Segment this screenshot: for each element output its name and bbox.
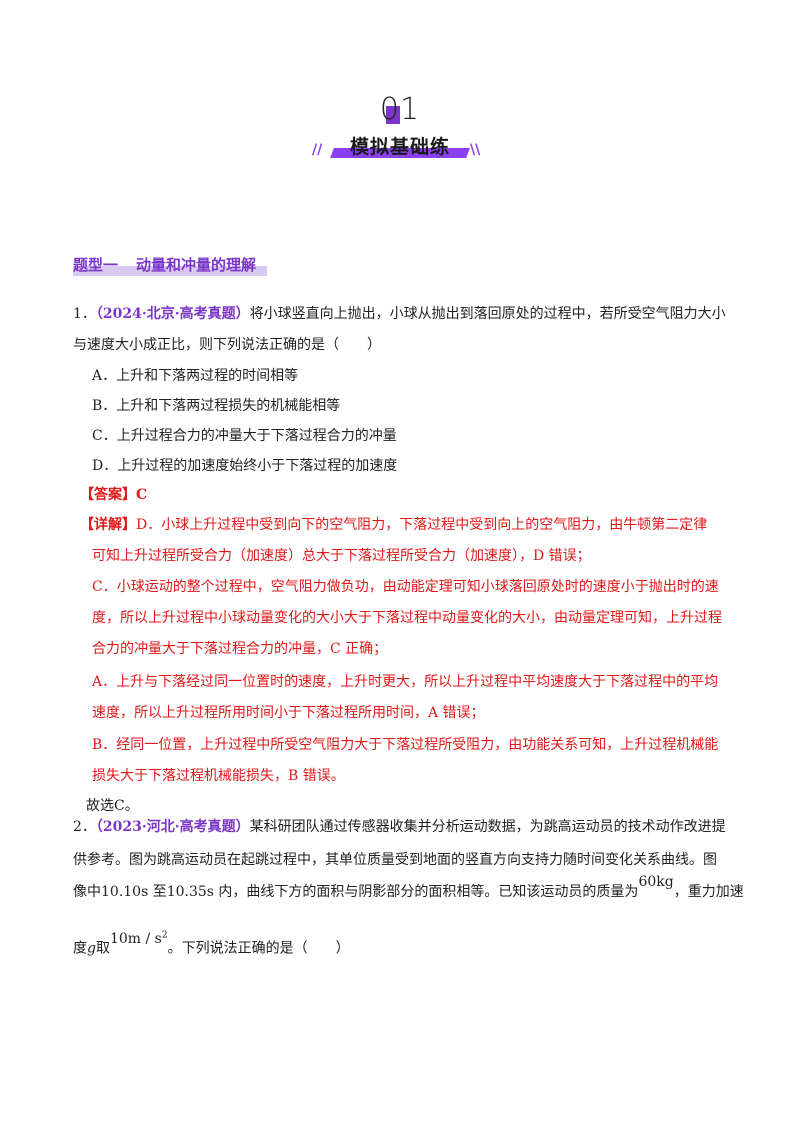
chapter-banner: 模拟基础练 [326, 132, 474, 158]
q1-option-b: B．上升和下落两过程损失的机械能相等 [92, 398, 341, 414]
q1-source: （2024·北京·高考真题） [95, 306, 250, 322]
q1-stem-line1: 1．（2024·北京·高考真题）将小球竖直向上抛出，小球从抛出到落回原处的过程中… [73, 304, 726, 324]
q1-option-c: C．上升过程合力的冲量大于下落过程合力的冲量 [92, 428, 397, 444]
q2-stem-text4a: 度 [73, 940, 87, 957]
q1-detail-line1: 【详解】D．小球上升过程中受到向下的空气阻力，下落过程中受到向上的空气阻力，由牛… [80, 515, 707, 535]
q2-stem-text3b: ，重力加速 [673, 884, 744, 900]
chapter-number: 01 [379, 92, 421, 127]
q2-stem-text1: 某科研团队通过传感器收集并分析运动数据，为跳高运动员的技术动作改进提 [249, 819, 726, 835]
q1-answer-label: 【答案】 [80, 487, 136, 503]
q2-stem-line4: 度g取10m / s2。下列说法正确的是（ ） [73, 930, 350, 959]
section-label: 题型一 [73, 256, 119, 274]
q1-answer-value: C [136, 487, 148, 503]
q1-detail-line4: 度，所以上升过程中小球动量变化的大小大于下落过程中动量变化的大小，由动量定理可知… [92, 610, 722, 626]
q1-stem-text1: 将小球竖直向上抛出，小球从抛出到落回原处的过程中，若所受空气阻力大小 [249, 306, 726, 322]
q1-answer: 【答案】C [80, 485, 147, 505]
q2-stem-text4c: 。下列说法正确的是（ ） [167, 940, 350, 957]
q2-stem-line3: 像中10.10s 至10.35s 内，曲线下方的面积与阴影部分的面积相等。已知该… [73, 874, 744, 902]
chapter-header: 01 // 模拟基础练 \\ [0, 92, 800, 172]
q1-detail-line5: 合力的冲量大于下落过程合力的冲量，C 正确； [92, 641, 388, 657]
q2-stem-line2: 供参考。图为跳高运动员在起跳过程中，其单位质量受到地面的竖直方向支持力随时间变化… [73, 852, 717, 868]
q2-stem-text4b: 取 [95, 940, 110, 957]
q1-conclusion: 故选C。 [86, 798, 139, 814]
q1-detail-line8: B．经同一位置，上升过程中所受空气阻力大于下落过程所受阻力，由功能关系可知，上升… [92, 737, 719, 753]
q2-g-symbol: g [87, 940, 96, 957]
q1-option-a: A．上升和下落两过程的时间相等 [92, 368, 299, 384]
q1-number: 1． [73, 306, 96, 322]
q2-g-exponent: 2 [161, 930, 168, 940]
section-title: 动量和冲量的理解 [136, 256, 257, 274]
q1-detail-line3: C．小球运动的整个过程中，空气阻力做负功，由动能定理可知小球落回原处时的速度小于… [92, 579, 719, 595]
q1-detail-line6: A．上升与下落经过同一位置时的速度，上升时更大，所以上升过程中平均速度大于下落过… [92, 674, 719, 690]
number-accent [386, 106, 400, 124]
q2-g-value: 10m / s2 [109, 930, 168, 947]
section-heading: 题型一动量和冲量的理解 [73, 254, 267, 276]
q1-detail-line2: 可知上升过程所受合力（加速度）总大于下落过程所受合力（加速度），D 错误； [92, 548, 591, 564]
section-highlight [73, 266, 267, 276]
q1-detail-text1: D．小球上升过程中受到向下的空气阻力，下落过程中受到向上的空气阻力，由牛顿第二定… [136, 517, 708, 533]
q1-detail-line9: 损失大于下落过程机械能损失，B 错误。 [92, 768, 345, 784]
q1-stem-line2: 与速度大小成正比，则下列说法正确的是（ ） [73, 337, 381, 353]
q2-stem-line1: 2．（2023·河北·高考真题）某科研团队通过传感器收集并分析运动数据，为跳高运… [73, 817, 726, 837]
q2-number: 2． [73, 819, 96, 835]
q2-stem-text3a: 像中10.10s 至10.35s 内，曲线下方的面积与阴影部分的面积相等。已知该… [73, 884, 639, 900]
q2-g-value-text: 10m / s [109, 930, 162, 947]
q1-detail-line7: 速度，所以上升过程所用时间小于下落过程所用时间，A 错误； [92, 705, 485, 721]
banner-slash-left: // [312, 142, 323, 158]
q2-mass-value: 60kg [638, 874, 674, 890]
banner-title: 模拟基础练 [349, 136, 450, 158]
q2-source: （2023·河北·高考真题） [95, 819, 250, 835]
q1-detail-label: 【详解】 [80, 517, 136, 533]
banner-slash-right: \\ [470, 142, 481, 158]
q1-option-d: D．上升过程的加速度始终小于下落过程的加速度 [92, 458, 398, 474]
